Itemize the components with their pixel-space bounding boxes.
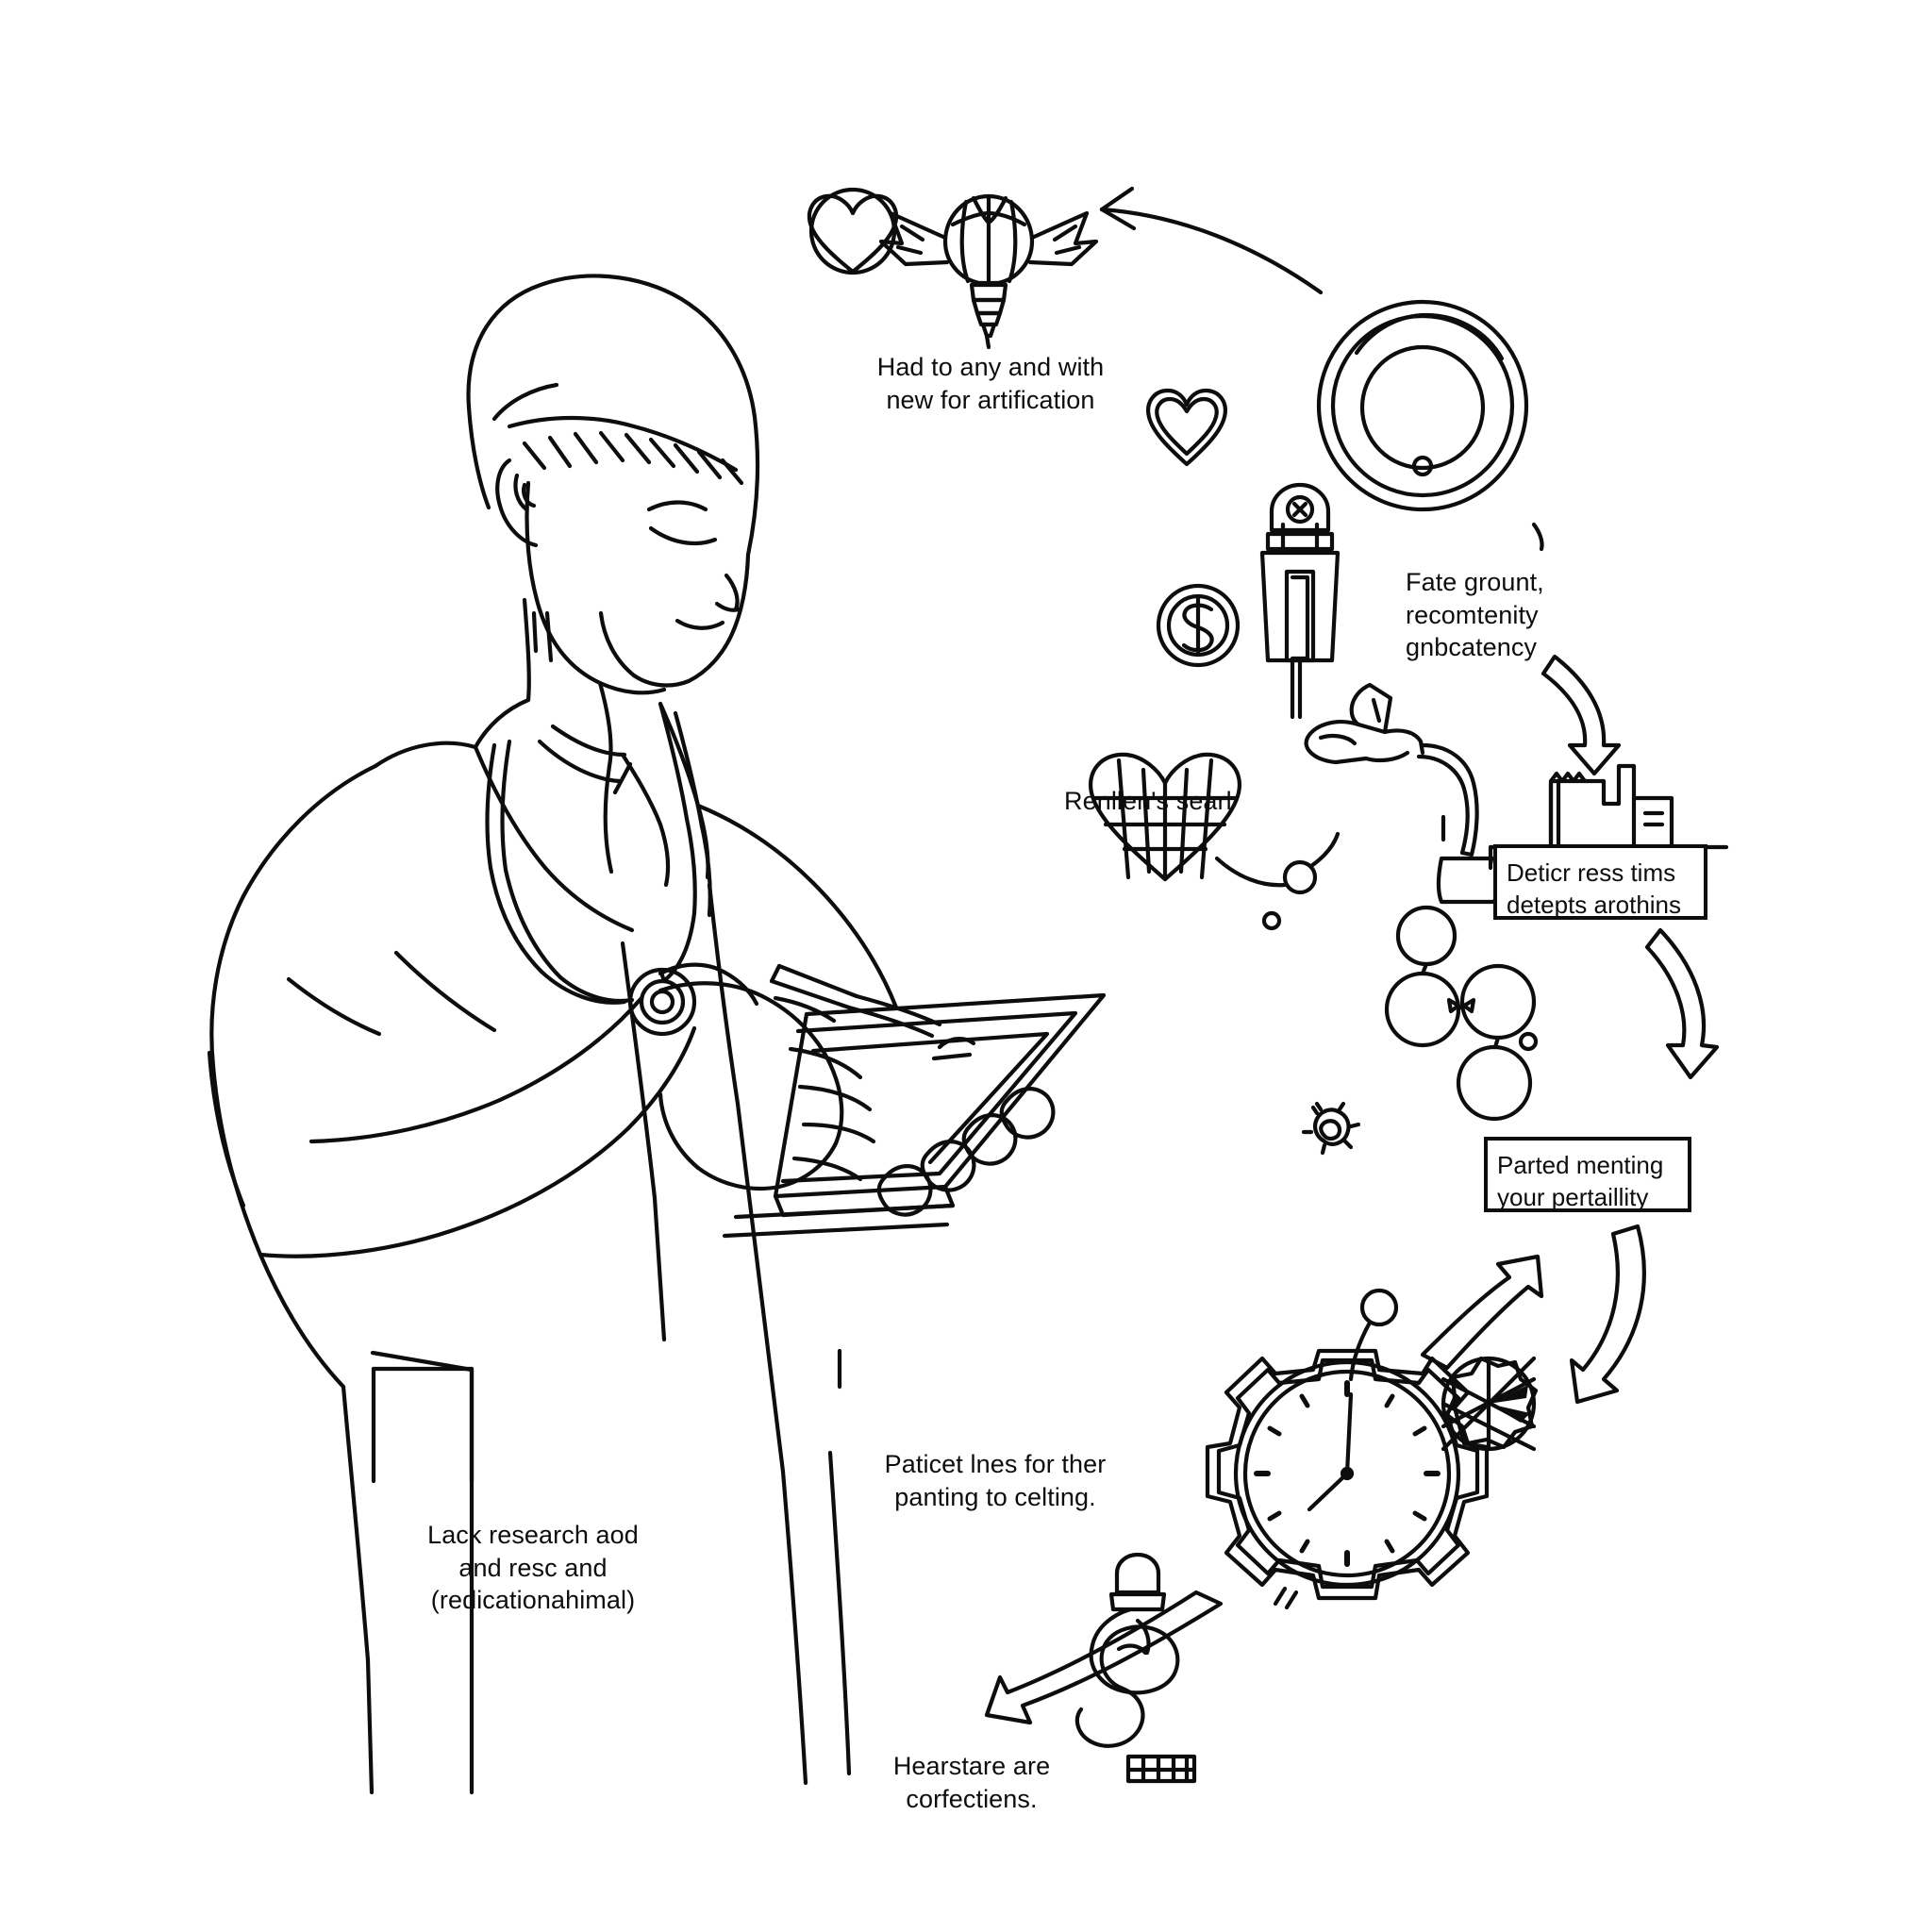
winged-bulb-icon	[878, 193, 1099, 350]
dollar-coin-icon	[1156, 583, 1241, 668]
doctor-lab-coat	[207, 697, 899, 1795]
small-heart-outline-icon	[1146, 388, 1227, 467]
plug-device-icon	[1259, 482, 1341, 720]
arrow-right-mid	[1644, 927, 1720, 1080]
plant-lamp-icon	[1304, 682, 1500, 905]
arrow-top-left	[1099, 186, 1324, 295]
arrow-clock-up	[1420, 1254, 1544, 1371]
label-renllens-searl: Renllen's searl	[1064, 787, 1232, 815]
label-had-to-any-and-with: Had to any and with new for artification	[876, 353, 1105, 414]
arrow-right-lower	[1569, 1224, 1646, 1405]
heart-net-icon	[1089, 752, 1341, 931]
label-hearstare-are: Hearstare are corfectiens.	[892, 1752, 1051, 1813]
clock-in-gear-icon	[1205, 1348, 1490, 1610]
label-paticet-lnes: Paticet lnes for ther panting to celting…	[884, 1450, 1107, 1511]
arrow-right-upper	[1541, 654, 1622, 776]
callout-box-parted-menting: Parted menting your pertaillity	[1484, 1137, 1691, 1212]
callout-box-parted-menting-text: Parted menting your pertaillity	[1497, 1151, 1664, 1211]
leader-line-coat-left	[371, 1366, 475, 1484]
caduceus-icon	[1074, 1552, 1197, 1784]
smoke-detector-icon	[1316, 299, 1529, 512]
label-fate-grount: Fate grount, recomtenity gnbcatency	[1406, 568, 1544, 662]
decorative-marks	[1314, 522, 1544, 1112]
callout-box-deticr-ress-tims-text: Deticr ress tims detepts arothins	[1507, 858, 1682, 919]
arrow-bottom-left	[984, 1590, 1224, 1725]
gear-ring-icon	[1301, 1101, 1361, 1156]
clipboard-and-hands	[658, 962, 1107, 1239]
doctor-figure	[207, 274, 1107, 1795]
callout-box-deticr-ress-tims: Deticr ress tims detepts arothins	[1493, 844, 1707, 920]
small-gear-icon	[1441, 1356, 1539, 1452]
heart-in-circle-icon	[807, 187, 899, 275]
doctor-head	[466, 274, 760, 769]
stethoscope	[485, 701, 712, 1037]
molecule-network-icon	[1384, 905, 1539, 1122]
label-lack-research: Lack research aod and resc and (redicati…	[427, 1521, 639, 1615]
